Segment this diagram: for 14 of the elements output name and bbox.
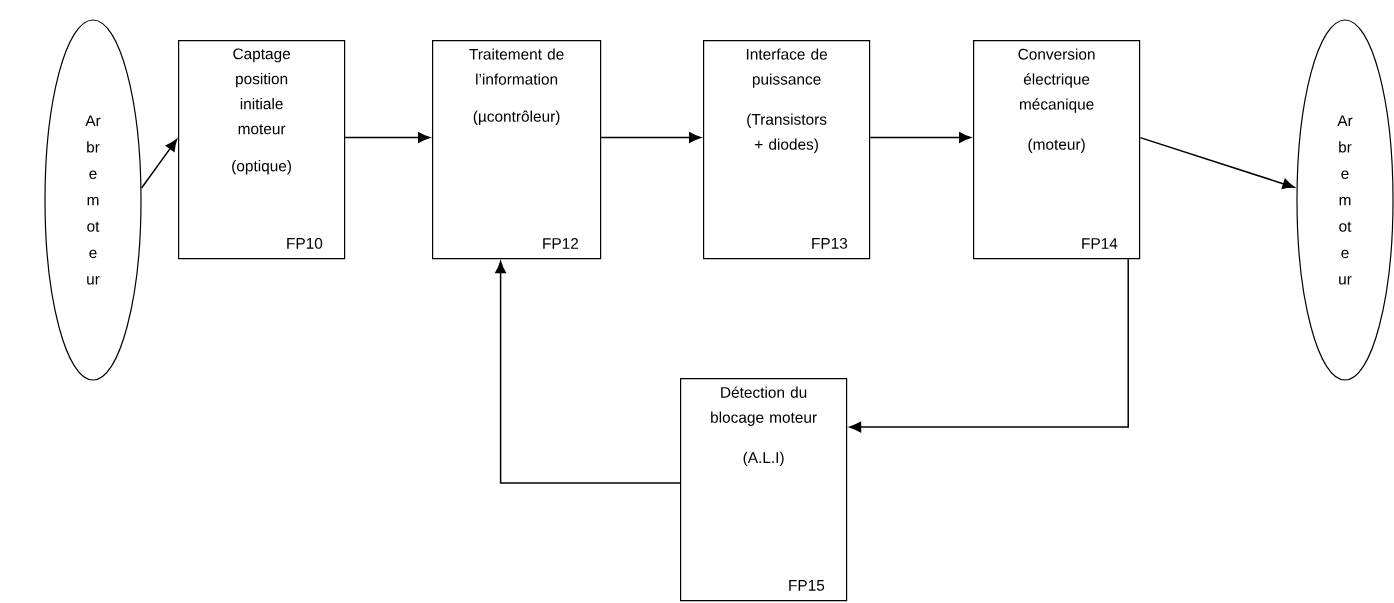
process-box: Captage position initiale moteur (optique) FP10 [178, 40, 346, 260]
arrow [1139, 136, 1295, 190]
arrow [344, 132, 431, 143]
process-box: Interface de puissance (Transistors + diodes) FP13 [703, 40, 871, 260]
arrow [600, 132, 702, 143]
process-box: Détection du blocage moteur (A.L.I) FP15 [680, 378, 848, 602]
ellipse-node: Arbre moteur [44, 19, 142, 381]
process-box: Conversion électrique mécanique (moteur) FP14 [973, 40, 1141, 260]
arrow [869, 132, 971, 143]
arrow [495, 261, 681, 484]
ellipse-node: Arbre moteur [1296, 19, 1394, 381]
arrow [849, 258, 1129, 433]
arrow [140, 139, 178, 189]
process-box: Traitement de l’information (µcontrôleur) FP12 [432, 40, 602, 260]
